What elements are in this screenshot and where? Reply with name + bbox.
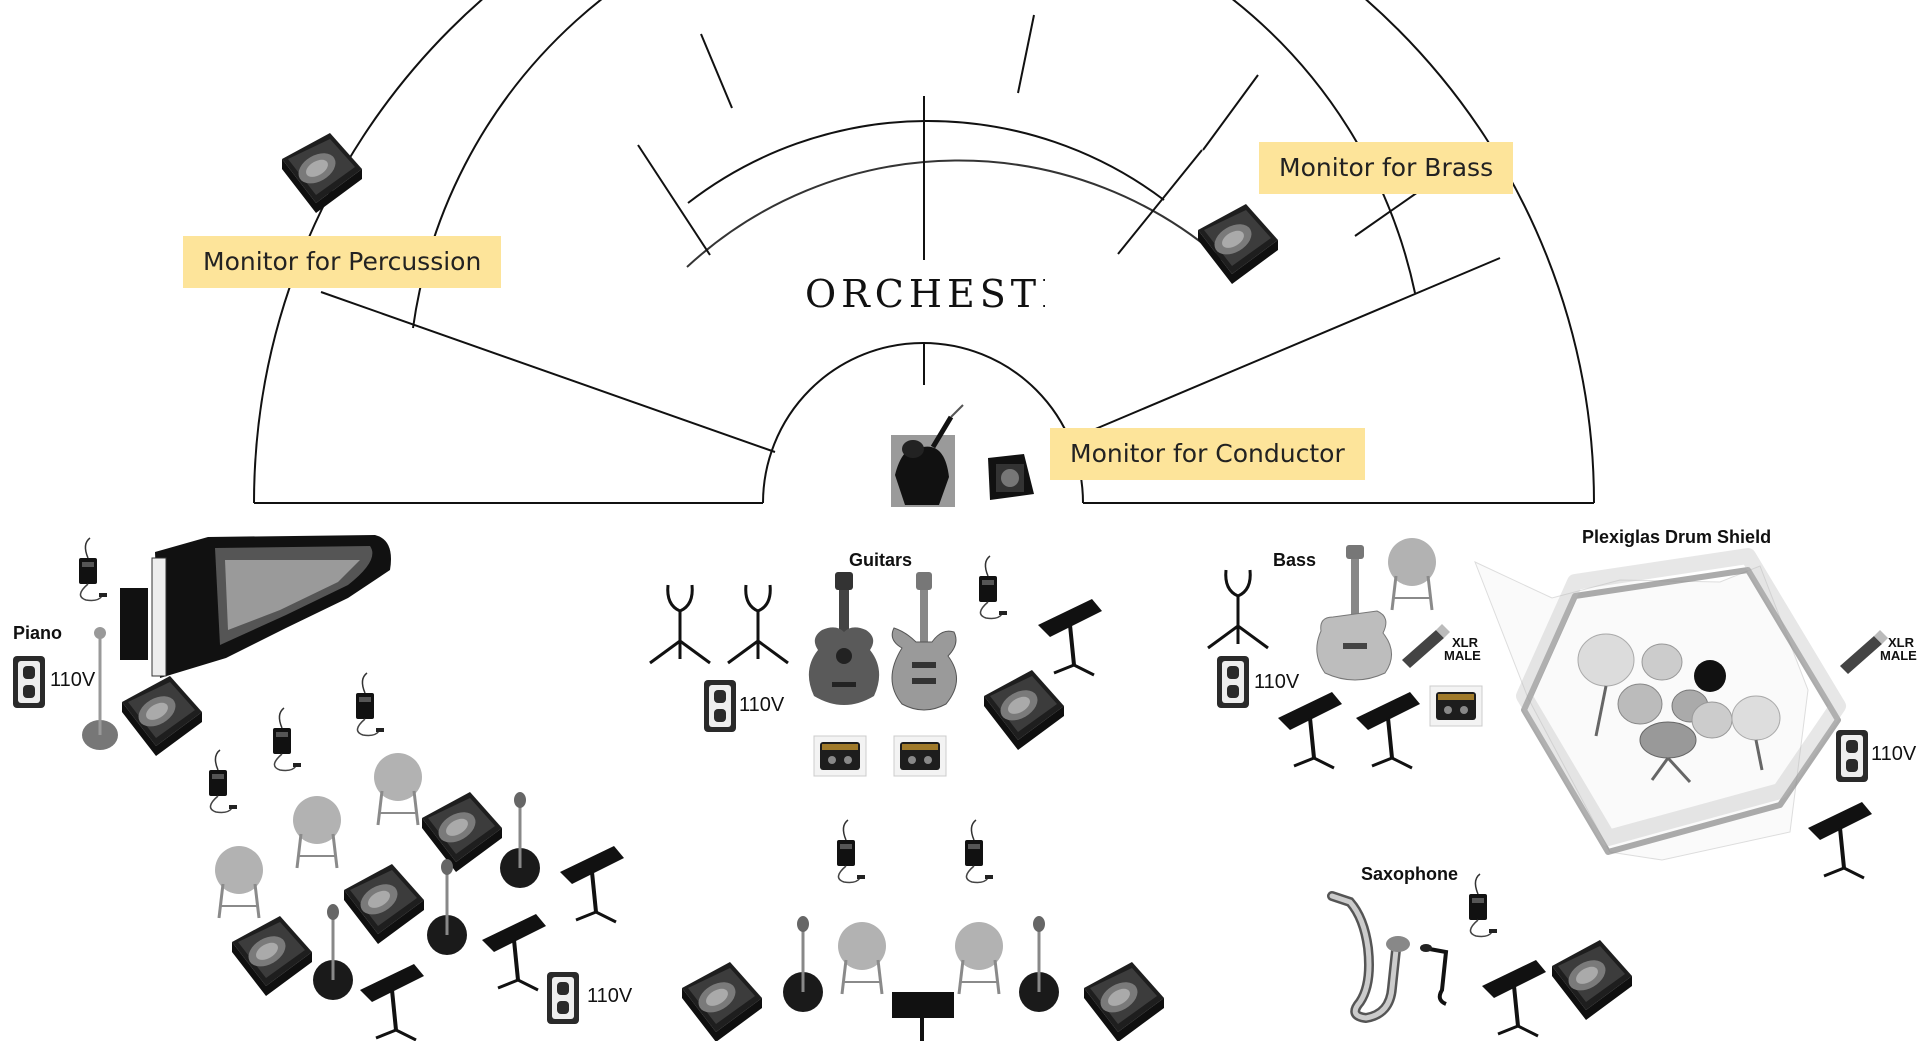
outlet-label-drums: 110V <box>1871 743 1917 765</box>
drum-kit <box>1577 633 1781 784</box>
monitor-wedge <box>344 864 424 944</box>
drum-outlet <box>1836 730 1868 782</box>
electric-di-box <box>893 735 947 777</box>
wireless-pack <box>964 819 994 884</box>
outlet-label-bottom: 110V <box>587 985 633 1007</box>
callout-monitor-percussion: Monitor for Percussion <box>183 236 502 288</box>
piano-wireless-pack <box>78 537 108 602</box>
label-drum-shield: Plexiglas Drum Shield <box>1582 527 1772 547</box>
music-stand <box>1276 690 1344 770</box>
grand-piano <box>120 535 391 678</box>
percussion-monitor-wedge <box>282 133 362 213</box>
guitar-outlet <box>704 680 736 732</box>
music-stand <box>1354 690 1422 770</box>
xlr-label-drums: XLR MALE <box>1880 636 1917 662</box>
monitor-wedge <box>682 962 762 1041</box>
monitor-wedge <box>422 792 502 872</box>
wireless-pack <box>355 672 385 737</box>
xlr-label-line2: MALE <box>1880 648 1917 663</box>
outlet-label-piano: 110V <box>50 669 96 691</box>
piano-mic <box>82 627 118 750</box>
guitar-wireless-pack <box>978 555 1008 620</box>
sax-monitor-wedge <box>1552 940 1632 1020</box>
piano-monitor-wedge <box>122 676 202 756</box>
monitor-wedge <box>1084 962 1164 1041</box>
stool <box>372 751 424 827</box>
orchestra-shell <box>253 0 1595 504</box>
guitar-stand <box>726 583 790 665</box>
brass-monitor-wedge <box>1198 204 1278 284</box>
bass-outlet <box>1217 656 1249 708</box>
wireless-pack <box>836 819 866 884</box>
callout-monitor-brass: Monitor for Brass <box>1259 142 1514 194</box>
outlet <box>547 972 579 1024</box>
saxophone <box>1327 891 1410 1024</box>
wireless-pack <box>272 707 302 772</box>
vocal-mic <box>1017 914 1061 1014</box>
label-saxophone: Saxophone <box>1361 864 1459 884</box>
guitar-stand <box>648 583 712 665</box>
bass-xlr-connector <box>1402 624 1450 668</box>
sax-wireless-pack <box>1468 873 1498 938</box>
label-guitars: Guitars <box>849 550 913 570</box>
wireless-pack <box>208 749 238 814</box>
orchestra-title: ORCHESTRA <box>805 272 1045 316</box>
xlr-label-line2: MALE <box>1444 648 1481 663</box>
conductor-monitor <box>988 454 1034 500</box>
music-stand <box>1036 597 1104 677</box>
music-stand <box>358 962 426 1041</box>
outlet-label-bass: 110V <box>1254 671 1300 693</box>
vocal-mic <box>425 857 469 957</box>
music-stand <box>558 844 626 924</box>
piano-outlet <box>13 656 45 708</box>
bass-guitar <box>1316 545 1392 681</box>
music-stand <box>480 912 548 992</box>
vocal-mic <box>311 902 355 1002</box>
acoustic-di-box <box>813 735 867 777</box>
vocal-mic <box>781 914 825 1014</box>
bass-stool <box>1386 536 1438 612</box>
music-stand <box>892 992 954 1041</box>
label-bass: Bass <box>1273 550 1317 570</box>
bass-di-box <box>1429 685 1483 727</box>
monitor-wedge <box>232 916 312 996</box>
clip-mic <box>1420 944 1449 1006</box>
stool <box>953 920 1005 996</box>
xlr-label-line1: XLR <box>1452 635 1478 650</box>
guitar-monitor-wedge <box>984 670 1064 750</box>
stool <box>836 920 888 996</box>
conductor-figure <box>891 404 964 507</box>
electric-guitar <box>891 572 957 711</box>
bass-guitar-stand <box>1206 568 1270 650</box>
callout-monitor-conductor: Monitor for Conductor <box>1050 428 1365 480</box>
xlr-label-line1: XLR <box>1888 635 1914 650</box>
stool <box>213 844 265 920</box>
label-piano: Piano <box>13 623 63 643</box>
stool <box>291 794 343 870</box>
outlet-label-guitars: 110V <box>739 694 785 716</box>
drum-music-stand <box>1806 800 1874 880</box>
acoustic-guitar <box>808 572 880 705</box>
xlr-label-bass: XLR MALE <box>1444 636 1481 662</box>
music-stand <box>1480 958 1548 1038</box>
vocal-mic <box>498 790 542 890</box>
